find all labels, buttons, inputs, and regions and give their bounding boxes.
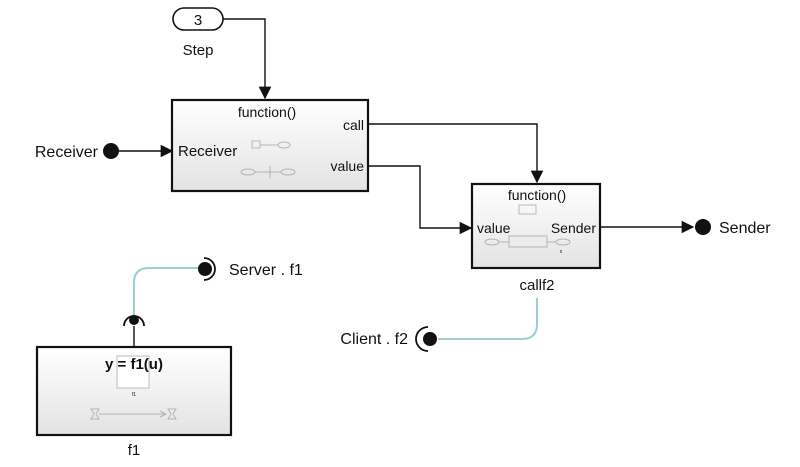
receiver-value-label: value <box>331 158 365 174</box>
server-port-arc-icon <box>203 257 216 281</box>
f1-inner-box <box>116 355 150 389</box>
receiver-port-label: Receiver <box>35 144 99 161</box>
callf2-output-label: Sender <box>551 220 596 236</box>
value-signal-wire[interactable] <box>368 165 473 235</box>
sender-port-label: Sender <box>719 220 771 237</box>
callf2-input-label: value <box>477 220 511 236</box>
server-port-label: Server . f1 <box>229 262 303 279</box>
step-label: Step <box>183 42 214 59</box>
client-port[interactable]: Client . f2 <box>340 326 437 352</box>
receiver-port-dot-icon <box>103 143 119 159</box>
f1-equation: y = f1(u) <box>105 356 163 373</box>
server-connection-wire[interactable] <box>133 267 203 315</box>
f1-block-name: f1 <box>128 442 141 459</box>
callf2-inner-tiny-label: x <box>560 249 563 255</box>
sender-port[interactable]: Sender <box>695 219 771 237</box>
f1-port-dot-icon <box>129 315 139 325</box>
sender-port-dot-icon <box>695 219 711 235</box>
receiver-call-label: call <box>343 117 364 133</box>
callf2-subsystem-block[interactable]: function() value Sender x callf2 <box>470 182 602 294</box>
client-connection-wire[interactable] <box>438 298 538 340</box>
f1-inner-tiny-label: f1 <box>132 392 136 398</box>
step-trigger-wire[interactable] <box>223 18 272 100</box>
server-port-dot-icon <box>198 262 212 276</box>
callf2-subsystem-shape <box>470 182 602 270</box>
call-trigger-wire[interactable] <box>368 123 544 184</box>
callf2-trigger-label: function() <box>508 187 566 203</box>
step-block[interactable]: 3 Step <box>172 7 224 59</box>
f1-function-block[interactable]: y = f1(u) f1 f1 <box>35 315 233 459</box>
receiver-port[interactable]: Receiver <box>35 143 119 161</box>
receiver-subsystem-block[interactable]: function() Receiver call value <box>170 98 370 193</box>
receiver-inner-icon <box>240 140 296 178</box>
client-port-arc-icon <box>415 326 429 352</box>
receiver-trigger-label: function() <box>238 104 296 120</box>
step-value: 3 <box>194 12 202 29</box>
callf2-inner-icon <box>484 204 571 248</box>
server-port[interactable]: Server . f1 <box>198 257 303 281</box>
receiver-input-label: Receiver <box>178 143 237 160</box>
client-port-dot-icon <box>423 332 437 346</box>
callf2-block-name: callf2 <box>519 277 554 294</box>
client-port-label: Client . f2 <box>340 331 408 348</box>
f1-inner-icon <box>90 408 177 420</box>
